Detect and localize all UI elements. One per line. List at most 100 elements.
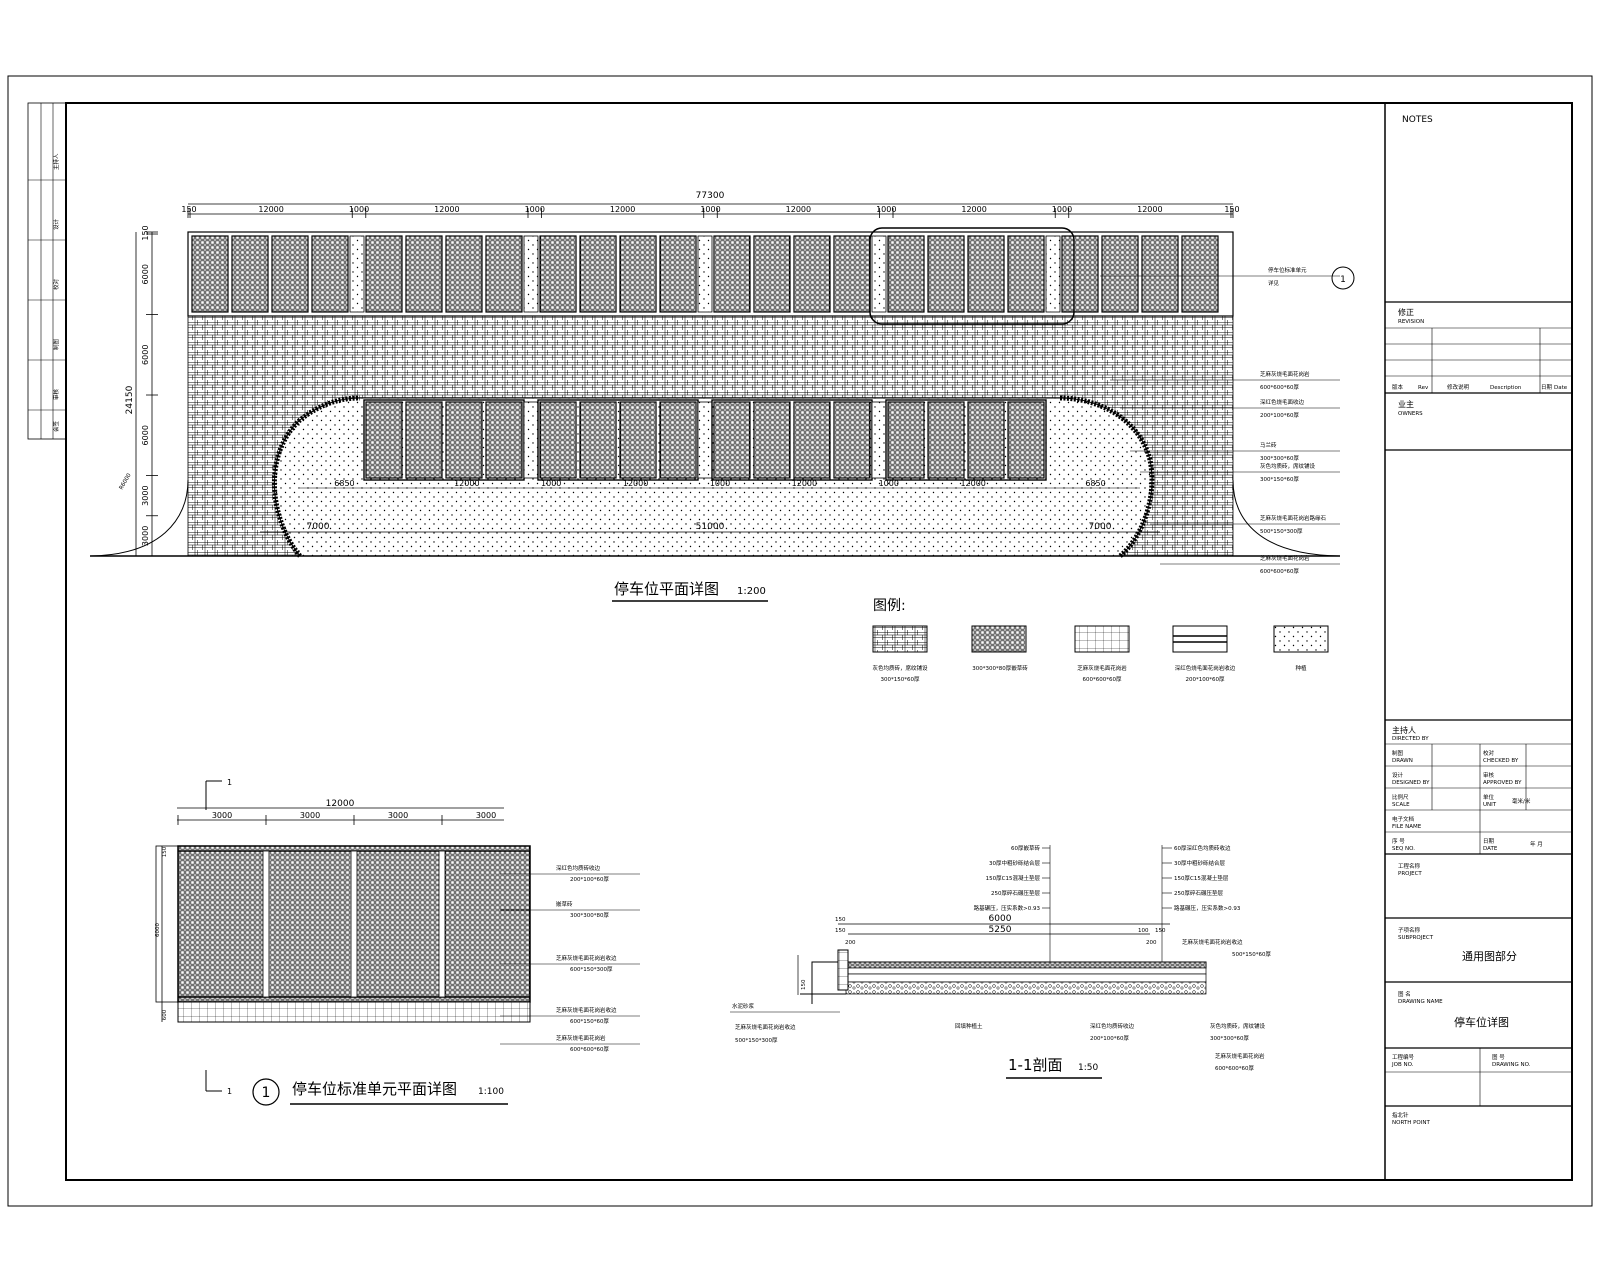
left-signature-strip: 主持人 设计 校对 制图 审核 会签 [27,102,67,440]
scale-cn: 比例尺 [1392,793,1409,801]
left-arc-border [271,395,361,558]
parking-space [793,401,831,479]
section-left-note: 水泥砂浆 [732,1002,755,1010]
top-dim-label: 12000 [1137,205,1162,214]
unit-callout-main: 芝麻灰烧毛面花岗岩收边 [556,1006,617,1014]
callout-main: 芝麻灰烧毛面花岗岩 [1260,554,1310,562]
section-left-curb [837,949,849,991]
unit-total-width: 12000 [326,799,355,809]
north-en: NORTH POINT [1392,1120,1430,1126]
parking-bay [885,399,1047,481]
drawing-cn: 图 名 [1398,990,1411,998]
planting-strip [697,401,713,479]
unit-callout-sub: 300*300*80厚 [570,912,609,919]
section-dim-inner: 5250 [989,925,1012,935]
unit-value: 毫米/米 [1512,797,1531,805]
section-bottom-note: 芝麻灰烧毛面花岗岩 [1215,1052,1265,1060]
strip-label-4: 审核 [52,388,60,400]
parking-space [539,401,577,479]
callout-sub: 600*600*60厚 [1260,384,1299,391]
unit-callouts: 深红色均质砖收边200*100*60厚嵌草砖300*300*80厚芝麻灰烧毛面花… [500,864,640,1053]
section-dim-l2: 200 [845,940,856,946]
section-dim-l0: 150 [835,917,846,923]
owner-cn: 业主 [1398,399,1414,409]
inner-dim-label: 1000 [710,479,730,488]
strip-label-3: 制图 [52,338,60,350]
unit-callout-sub: 200*100*60厚 [570,876,609,883]
north-cn: 指北针 [1392,1111,1409,1119]
top-dim-label: 1000 [700,205,720,214]
height-dim-label: 6000 [141,425,150,445]
section-surface-layer [845,961,1207,969]
parking-space [659,235,697,313]
revision-en: REVISION [1398,319,1424,325]
height-dim-label: 3000 [141,485,150,505]
section-bottom-note: 回填种植土 [955,1022,983,1030]
bottom-parking-bays [363,399,1047,481]
seq-en: SEQ NO. [1392,846,1415,852]
drawn-cn: 制图 [1392,749,1404,757]
unit-divider [350,850,358,998]
section-bottom-notes: 水泥砂浆芝麻灰烧毛面花岗岩收边500*150*300厚回填种植土深红色均质砖收边… [730,1002,1266,1072]
owner-en: OWNERS [1398,411,1423,417]
inner-dim-label: 6850 [334,479,354,488]
height-dim-label: 3000 [141,526,150,546]
callout-main: 芝麻灰烧毛面花岗岩路缘石 [1260,514,1327,522]
main-plan-callouts: 停车位标准单元详见芝麻灰烧毛面花岗岩600*600*60厚深红色烧毛面收边200… [1100,266,1340,575]
section-left-layer: 30厚中粗砂砾结合层 [989,859,1040,867]
top-parking-bays [191,235,1219,313]
drawing-en: DRAWING NAME [1398,999,1443,1005]
parking-space [1061,235,1099,313]
strip-label-5: 会签 [52,420,60,432]
rev-header-5: Date [1554,385,1568,391]
parking-space [833,235,871,313]
section-top-right-main: 芝麻灰烧毛面花岗岩收边 [1182,938,1243,946]
approved-en: APPROVED BY [1483,780,1522,786]
legend-label-1: 300*300*80厚嵌草砖 [972,664,1028,672]
callout-sub: 300*150*60厚 [1260,476,1299,483]
section-sand-layer [845,967,1207,975]
parking-space [753,235,791,313]
parking-space [1141,235,1179,313]
directed-cn: 主持人 [1392,725,1416,735]
radius-label: R6000 [119,472,133,491]
parking-space [1101,235,1139,313]
parking-space [579,235,617,313]
top-dim-label: 12000 [786,205,811,214]
planting-strip [349,235,365,313]
inner-dim-label: 12000 [792,479,817,488]
parking-space [231,235,269,313]
inner-border [65,102,1573,1181]
legend-swatch-edge [1172,625,1228,653]
callout-sub: 300*300*60厚 [1260,455,1299,462]
file-en: FILE NAME [1392,824,1422,830]
top-dim-label: 12000 [610,205,635,214]
section-left-layer: 150厚C15混凝土垫层 [986,874,1041,882]
inner-dim-label: 6850 [1085,479,1105,488]
legend-sub-3: 200*100*60厚 [1186,676,1225,683]
job-cn: 工程编号 [1392,1053,1415,1061]
date-value: 年 月 [1530,840,1543,848]
parking-space [1181,235,1219,313]
drawing-no-cn: 图 号 [1492,1053,1505,1061]
section-dim-l1: 150 [835,928,846,934]
callout-main: 停车位标准单元 [1268,266,1307,274]
main-plan-title: 停车位平面详图 [614,580,719,598]
legend-label-0: 灰色均质砖，席纹铺设 [872,664,928,672]
parking-space [1007,235,1045,313]
parking-space [539,235,577,313]
section-right-layer: 路基碾压，压实系数>0.93 [1174,904,1241,912]
directed-en: DIRECTED BY [1392,736,1429,742]
unit-bottom-edge-label: 600 [162,1009,168,1020]
inner-dim-label: 1000 [541,479,561,488]
project-en: PROJECT [1398,871,1422,877]
unit-callout-sub: 600*150*60厚 [570,1018,609,1025]
planting-strip [1045,235,1061,313]
parking-space [365,401,403,479]
parking-space [833,401,871,479]
parking-space [887,401,925,479]
unit-detail-scale: 1:100 [478,1087,504,1097]
right-arc-border [1059,395,1155,558]
section-left-note-sub: 500*150*300厚 [735,1037,778,1044]
